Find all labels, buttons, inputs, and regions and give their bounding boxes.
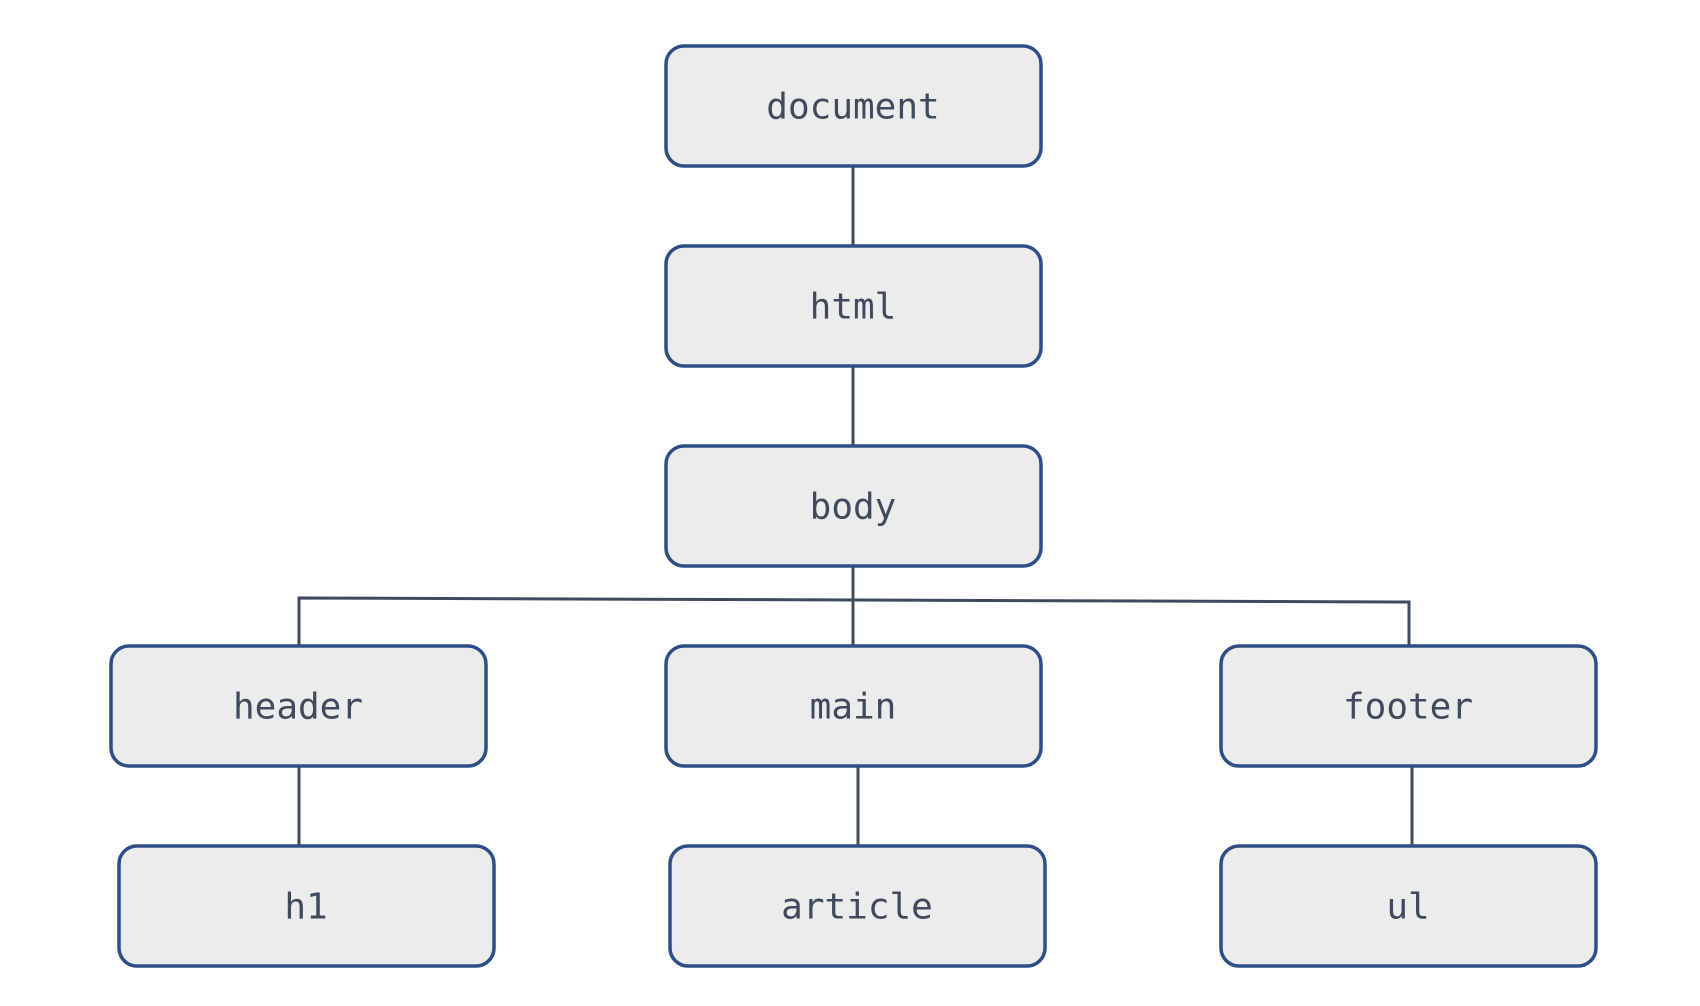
node-label: document [766, 87, 939, 128]
node-body: body [664, 444, 1043, 568]
edge-body-siblings-bar [297, 596, 1411, 646]
node-main: main [664, 644, 1043, 768]
node-label: html [810, 287, 897, 328]
node-box [668, 844, 1047, 968]
node-box [664, 244, 1043, 368]
node-label: header [233, 687, 363, 728]
node-box [1219, 644, 1598, 768]
connectors [297, 166, 1414, 846]
node-h1: h1 [117, 844, 496, 968]
node-label: footer [1343, 687, 1473, 728]
node-html: html [664, 244, 1043, 368]
node-box [1219, 844, 1598, 968]
node-box [117, 844, 496, 968]
node-footer: footer [1219, 644, 1598, 768]
node-box [664, 644, 1043, 768]
node-label: ul [1386, 887, 1429, 928]
node-label: body [810, 487, 897, 528]
node-label: h1 [284, 887, 327, 928]
node-ul: ul [1219, 844, 1598, 968]
node-label: main [810, 687, 897, 728]
node-article: article [668, 844, 1047, 968]
node-label: article [781, 887, 933, 928]
node-document: document [664, 44, 1043, 168]
node-box [664, 444, 1043, 568]
node-header: header [109, 644, 488, 768]
node-box [109, 644, 488, 768]
node-box [664, 44, 1043, 168]
